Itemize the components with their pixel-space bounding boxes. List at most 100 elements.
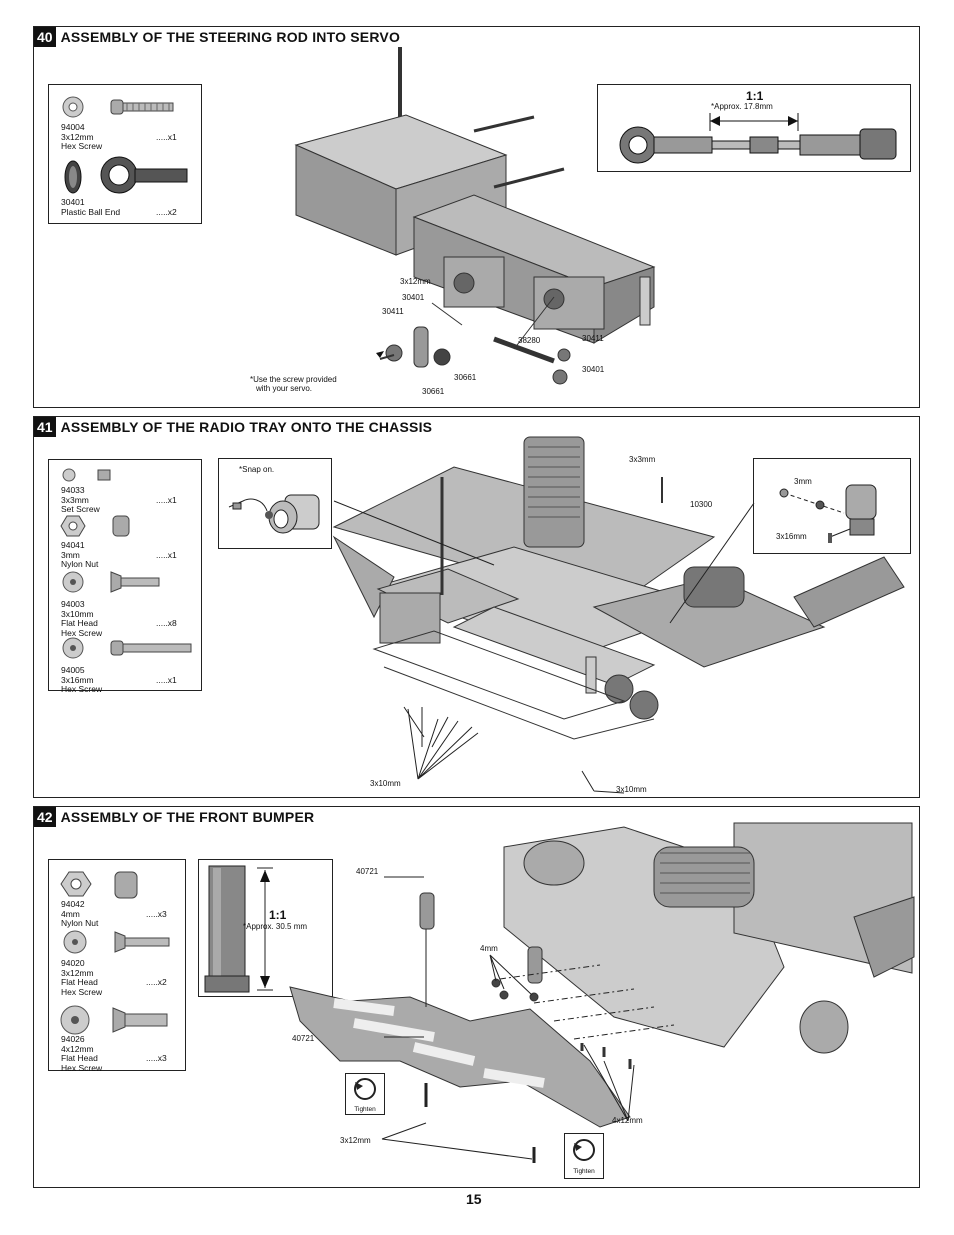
step-number: 41: [34, 417, 56, 437]
label-3x12mm: 3x12mm: [340, 1136, 371, 1145]
label-3mm: 3mm: [794, 477, 812, 486]
label-3x10mm: 3x10mm: [616, 785, 647, 794]
part-size: 3x12mm: [61, 131, 94, 142]
step-title: ASSEMBLY OF THE RADIO TRAY ONTO THE CHAS…: [60, 419, 433, 435]
part-30401: 30401 Plastic Ball End .....x2: [61, 197, 201, 217]
label-3x16mm: 3x16mm: [776, 532, 807, 541]
front-bumper-illustration: [289, 822, 915, 1163]
parts-art: [60, 468, 192, 659]
part-94026: 94026 4x12mm Flat Head Hex Screw .....x3: [61, 1034, 185, 1073]
flat-head-screw-icon: [63, 930, 170, 954]
spacer-1to1-art: [204, 865, 273, 993]
part-qty: .....x2: [156, 206, 177, 217]
part-size: 3mm: [61, 549, 80, 560]
part-94004: 94004 3x12mm Hex Screw .....x1: [61, 122, 201, 152]
part-94033: 94033 3x3mm Set Screw .....x1: [61, 485, 201, 515]
label-30411: 30411: [382, 307, 404, 316]
part-qty: .....x3: [146, 908, 167, 919]
parts-list: 94004 3x12mm Hex Screw .....x1 30401 Pla…: [48, 84, 202, 224]
step-header: 41 ASSEMBLY OF THE RADIO TRAY ONTO THE C…: [34, 417, 432, 437]
part-qty: .....x1: [156, 131, 177, 142]
servo-screw-note: with your servo.: [256, 384, 313, 393]
snap-on-art: [228, 494, 320, 534]
detail-callout: 3mm 3x16mm: [753, 458, 911, 554]
page-number: 15: [466, 1191, 482, 1207]
part-size: 3x3mm: [61, 494, 89, 505]
leader-lines: [407, 708, 625, 794]
label-3x10mm: 3x10mm: [370, 779, 401, 788]
part-qty: .....x8: [156, 618, 177, 628]
parts-list: 94033 3x3mm Set Screw .....x1 94041 3mm …: [48, 459, 202, 694]
parts-art: [60, 871, 170, 1035]
step-title: ASSEMBLY OF THE FRONT BUMPER: [60, 809, 315, 825]
detail-art: [779, 484, 877, 543]
part-code: 94020: [61, 958, 85, 968]
nut-icon: [62, 468, 76, 482]
nylon-nut-icon: [60, 871, 138, 899]
scale-callout: 1:1 *Approx. 17.8mm: [597, 84, 911, 172]
part-qty: .....x2: [146, 977, 167, 987]
label-40721: 40721: [356, 867, 379, 876]
part-name: Flat Head: [61, 618, 98, 628]
part-name: Plastic Ball End: [61, 206, 121, 217]
part-name: Hex Screw: [61, 1062, 103, 1073]
tighten-label: Tighten: [354, 1106, 376, 1113]
label-30411: 30411: [582, 334, 604, 343]
nylon-nut-icon: [60, 515, 130, 537]
label-10300: 10300: [690, 500, 713, 509]
part-code: 30401: [61, 197, 85, 207]
label-30401: 30401: [582, 365, 605, 374]
part-code: 94033: [61, 485, 85, 495]
part-qty: .....x3: [146, 1053, 167, 1063]
scale-callout: 1:1 *Approx. 30.5 mm: [198, 859, 333, 997]
label-38280: 38280: [518, 336, 541, 345]
part-name: Set Screw: [61, 504, 100, 514]
part-name: Flat Head: [61, 1053, 98, 1063]
part-code: 94026: [61, 1034, 85, 1044]
part-code: 94004: [61, 122, 85, 132]
scale-ratio: 1:1: [269, 908, 287, 922]
label-3x3mm: 3x3mm: [629, 455, 656, 464]
label-30661: 30661: [454, 373, 477, 382]
step-title: ASSEMBLY OF THE STEERING ROD INTO SERVO: [60, 29, 401, 45]
snap-on-callout: *Snap on.: [218, 458, 332, 549]
snap-on-note: *Snap on.: [239, 465, 275, 474]
part-name: Nylon Nut: [61, 918, 99, 928]
hex-screw-icon: [62, 637, 192, 659]
part-qty: .....x1: [156, 549, 177, 560]
part-name: Hex Screw: [61, 627, 103, 638]
step-number: 42: [34, 807, 56, 827]
servo-screw-note: *Use the screw provided: [250, 375, 337, 384]
part-size: 3x12mm: [61, 967, 94, 978]
tighten-label: Tighten: [573, 1168, 595, 1175]
part-qty: .....x1: [156, 674, 177, 685]
scale-ratio: 1:1: [746, 89, 764, 103]
rotate-icon: [573, 1139, 595, 1161]
part-code: 94041: [61, 540, 85, 550]
radio-tray-illustration: [332, 436, 905, 794]
part-name: Hex Screw: [61, 684, 103, 694]
flat-head-screw-icon: [60, 1005, 168, 1035]
tighten-symbol: Tighten: [345, 1073, 385, 1115]
direction-arrow: [376, 351, 384, 358]
washer-icon: [62, 96, 84, 118]
part-code: 94003: [61, 599, 85, 609]
parts-list: 94042 4mm Nylon Nut .....x3 94020 3x12mm…: [48, 859, 186, 1073]
leader-lines: [381, 876, 635, 1160]
measure-label: *Approx. 30.5 mm: [243, 922, 308, 931]
step-40-panel: 40 ASSEMBLY OF THE STEERING ROD INTO SER…: [33, 26, 920, 408]
part-94020: 94020 3x12mm Flat Head Hex Screw .....x2: [61, 958, 185, 997]
part-size: 3x10mm: [61, 608, 94, 619]
hex-screw-icon: [110, 99, 174, 115]
step-41-panel: 41 ASSEMBLY OF THE RADIO TRAY ONTO THE C…: [33, 416, 920, 798]
label-4x12mm: 4x12mm: [612, 1116, 643, 1125]
set-screw-icon: [97, 469, 111, 481]
part-94042: 94042 4mm Nylon Nut .....x3: [61, 899, 185, 929]
part-94041: 94041 3mm Nylon Nut .....x1: [61, 540, 201, 570]
step-header: 40 ASSEMBLY OF THE STEERING ROD INTO SER…: [34, 27, 400, 47]
part-code: 94042: [61, 899, 85, 909]
measure-label: *Approx. 17.8mm: [711, 102, 773, 111]
step-header: 42 ASSEMBLY OF THE FRONT BUMPER: [34, 807, 314, 827]
part-name: Hex Screw: [61, 986, 103, 997]
rotate-icon: [354, 1078, 376, 1100]
